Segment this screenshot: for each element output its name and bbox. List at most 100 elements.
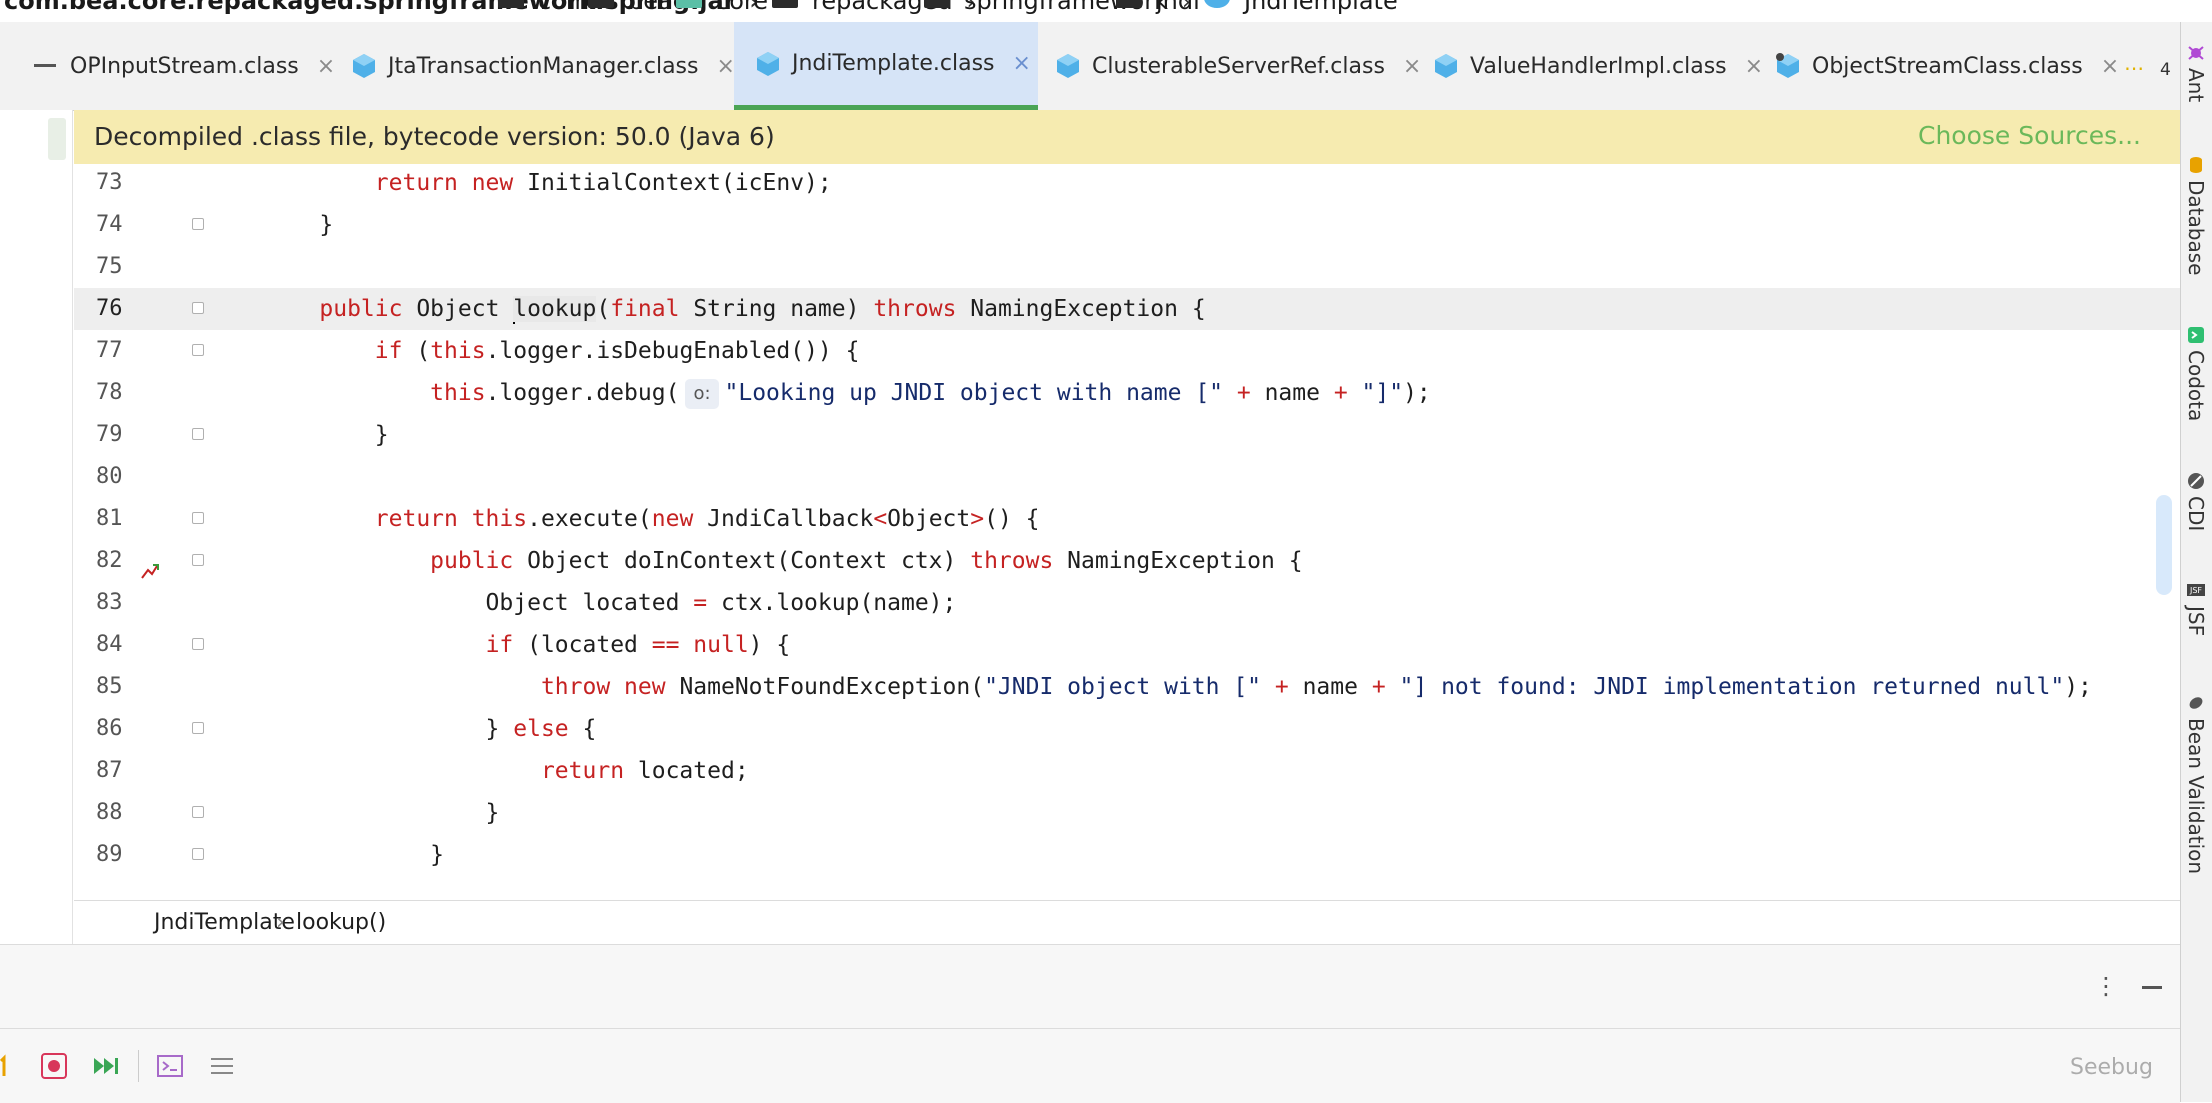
code-line[interactable]: 78 this.logger.debug(o:"Looking up JNDI …	[74, 372, 2180, 414]
console-icon[interactable]	[156, 1052, 184, 1080]
stop-icon[interactable]	[40, 1052, 68, 1080]
tool-database[interactable]: Database	[2180, 156, 2212, 275]
tool-codota[interactable]: Codota	[2180, 326, 2212, 421]
fold-marker-icon[interactable]	[192, 806, 204, 818]
code-line[interactable]: 87 return located;	[74, 750, 2180, 792]
fold-marker-icon[interactable]	[192, 722, 204, 734]
code-token: Object doInContext(Context ctx)	[527, 548, 971, 574]
more-tabs-icon[interactable]: ⋯	[2124, 56, 2146, 80]
step-out-icon[interactable]	[0, 1052, 28, 1080]
code-token: else	[513, 716, 583, 742]
code-text: throw new NameNotFoundException("JNDI ob…	[264, 666, 2092, 708]
code-editor[interactable]: 73 return new InitialContext(icEnv);74 }…	[74, 164, 2180, 900]
code-line[interactable]: 82 public Object doInContext(Context ctx…	[74, 540, 2180, 582]
code-line[interactable]: 81 return this.execute(new JndiCallback<…	[74, 498, 2180, 540]
fold-marker-icon[interactable]	[192, 554, 204, 566]
code-text: }	[264, 834, 444, 876]
code-token: ctx.lookup(name);	[720, 590, 957, 616]
code-line[interactable]: 86 } else {	[74, 708, 2180, 750]
minimize-panel-icon[interactable]	[2142, 986, 2162, 989]
code-line[interactable]: 73 return new InitialContext(icEnv);	[74, 164, 2180, 204]
tab-objectstreamclass[interactable]: ObjectStreamClass.class ×	[1774, 22, 2119, 110]
tab-opinputstream[interactable]: OPInputStream.class ×	[70, 22, 335, 110]
override-method-icon[interactable]	[138, 560, 160, 586]
code-token: "Looking up JNDI object with name ["	[724, 380, 1237, 406]
tab-clusterableserverref[interactable]: ClusterableServerRef.class ×	[1054, 22, 1421, 110]
bottom-tool-panel	[0, 944, 2180, 1029]
close-icon[interactable]: ×	[1402, 53, 1422, 79]
fold-marker-icon[interactable]	[192, 848, 204, 860]
code-line[interactable]: 88 }	[74, 792, 2180, 834]
folder-icon	[1116, 0, 1142, 8]
tool-bean-validation[interactable]: Bean Validation	[2180, 694, 2212, 874]
tool-jsf[interactable]: JSF JSF	[2180, 582, 2212, 636]
fold-marker-icon[interactable]	[192, 218, 204, 230]
close-icon[interactable]: ×	[1012, 51, 1031, 76]
tab-label: OPInputStream.class	[70, 53, 299, 79]
fold-marker-icon[interactable]	[192, 638, 204, 650]
breadcrumb-jar[interactable]: com.bea.core.repackaged.springframework.…	[4, 0, 773, 16]
fold-marker-icon[interactable]	[192, 512, 204, 524]
code-token: name	[1264, 380, 1334, 406]
code-token: return this	[374, 506, 528, 532]
code-line[interactable]: 83 Object located = ctx.lookup(name);	[74, 582, 2180, 624]
choose-sources-link[interactable]: Choose Sources...	[1918, 121, 2141, 150]
resume-program-icon[interactable]	[92, 1052, 120, 1080]
code-token: =	[693, 590, 721, 616]
breadcrumb-item-jnditemplate[interactable]: JndiTemplate	[1204, 0, 1398, 16]
code-token: public	[319, 296, 417, 322]
code-line[interactable]: 77 if (this.logger.isDebugEnabled()) {	[74, 330, 2180, 372]
code-text: this.logger.debug(o:"Looking up JNDI obj…	[264, 372, 1431, 414]
tab-valuehandlerimpl[interactable]: ValueHandlerImpl.class ×	[1432, 22, 1763, 110]
class-file-icon	[350, 52, 378, 80]
code-token: ) {	[748, 632, 791, 658]
tool-ant[interactable]: Ant	[2180, 44, 2212, 102]
tool-cdi[interactable]: CDI	[2180, 472, 2212, 531]
tab-jnditemplate[interactable]: JndiTemplate.class ×	[734, 22, 1038, 110]
code-token: +	[1371, 674, 1400, 700]
code-line[interactable]: 89 }	[74, 834, 2180, 876]
line-number: 74	[96, 212, 123, 237]
database-icon	[2187, 156, 2205, 174]
code-line[interactable]: 80	[74, 456, 2180, 498]
line-number: 81	[96, 506, 123, 531]
code-line[interactable]: 74 }	[74, 204, 2180, 246]
code-token: Object located	[264, 590, 694, 616]
code-token: return	[540, 758, 638, 784]
close-icon[interactable]: ×	[316, 53, 336, 79]
options-menu-icon[interactable]: ⋮	[2094, 972, 2118, 1000]
tool-label: CDI	[2184, 496, 2208, 532]
code-line[interactable]: 84 if (located == null) {	[74, 624, 2180, 666]
code-line[interactable]: 76 public Object lookup(final String nam…	[74, 288, 2180, 330]
code-token: );	[1403, 380, 1431, 406]
close-icon[interactable]: ×	[2100, 53, 2120, 79]
folder-icon	[924, 0, 950, 8]
settings-list-icon[interactable]	[208, 1052, 236, 1080]
fold-marker-icon[interactable]	[192, 344, 204, 356]
code-text: if (this.logger.isDebugEnabled()) {	[264, 330, 860, 372]
code-token: NamingException {	[1067, 548, 1303, 574]
close-icon[interactable]: ×	[716, 53, 735, 79]
fold-marker-icon[interactable]	[192, 302, 204, 314]
editor-scrollbar-thumb[interactable]	[2156, 495, 2172, 595]
code-line[interactable]: 79 }	[74, 414, 2180, 456]
code-line[interactable]: 75	[74, 246, 2180, 288]
code-token: }	[264, 842, 445, 868]
tab-jtatransactionmanager[interactable]: JtaTransactionManager.class ×	[350, 22, 735, 110]
code-token: this	[430, 338, 486, 364]
structure-crumb-method[interactable]: lookup()	[296, 910, 387, 935]
code-text: }	[264, 792, 500, 834]
code-line[interactable]: 85 throw new NameNotFoundException("JNDI…	[74, 666, 2180, 708]
fold-marker-icon[interactable]	[192, 428, 204, 440]
right-tool-strip	[2180, 22, 2212, 1102]
tab-collapse-icon[interactable]	[34, 64, 56, 67]
close-icon[interactable]: ×	[1744, 53, 1764, 79]
structure-breadcrumb-bar	[74, 900, 2180, 945]
code-text: }	[264, 414, 389, 456]
code-text: return this.execute(new JndiCallback<Obj…	[264, 498, 1040, 540]
breadcrumb-item-repackaged[interactable]: repackaged›	[772, 0, 989, 16]
code-token: .	[527, 506, 541, 532]
code-token: .logger.isDebugEnabled()) {	[485, 338, 860, 364]
code-token: "] not found: JNDI implementation return…	[1399, 674, 2065, 700]
structure-crumb-class[interactable]: JndiTemplate	[154, 910, 295, 935]
